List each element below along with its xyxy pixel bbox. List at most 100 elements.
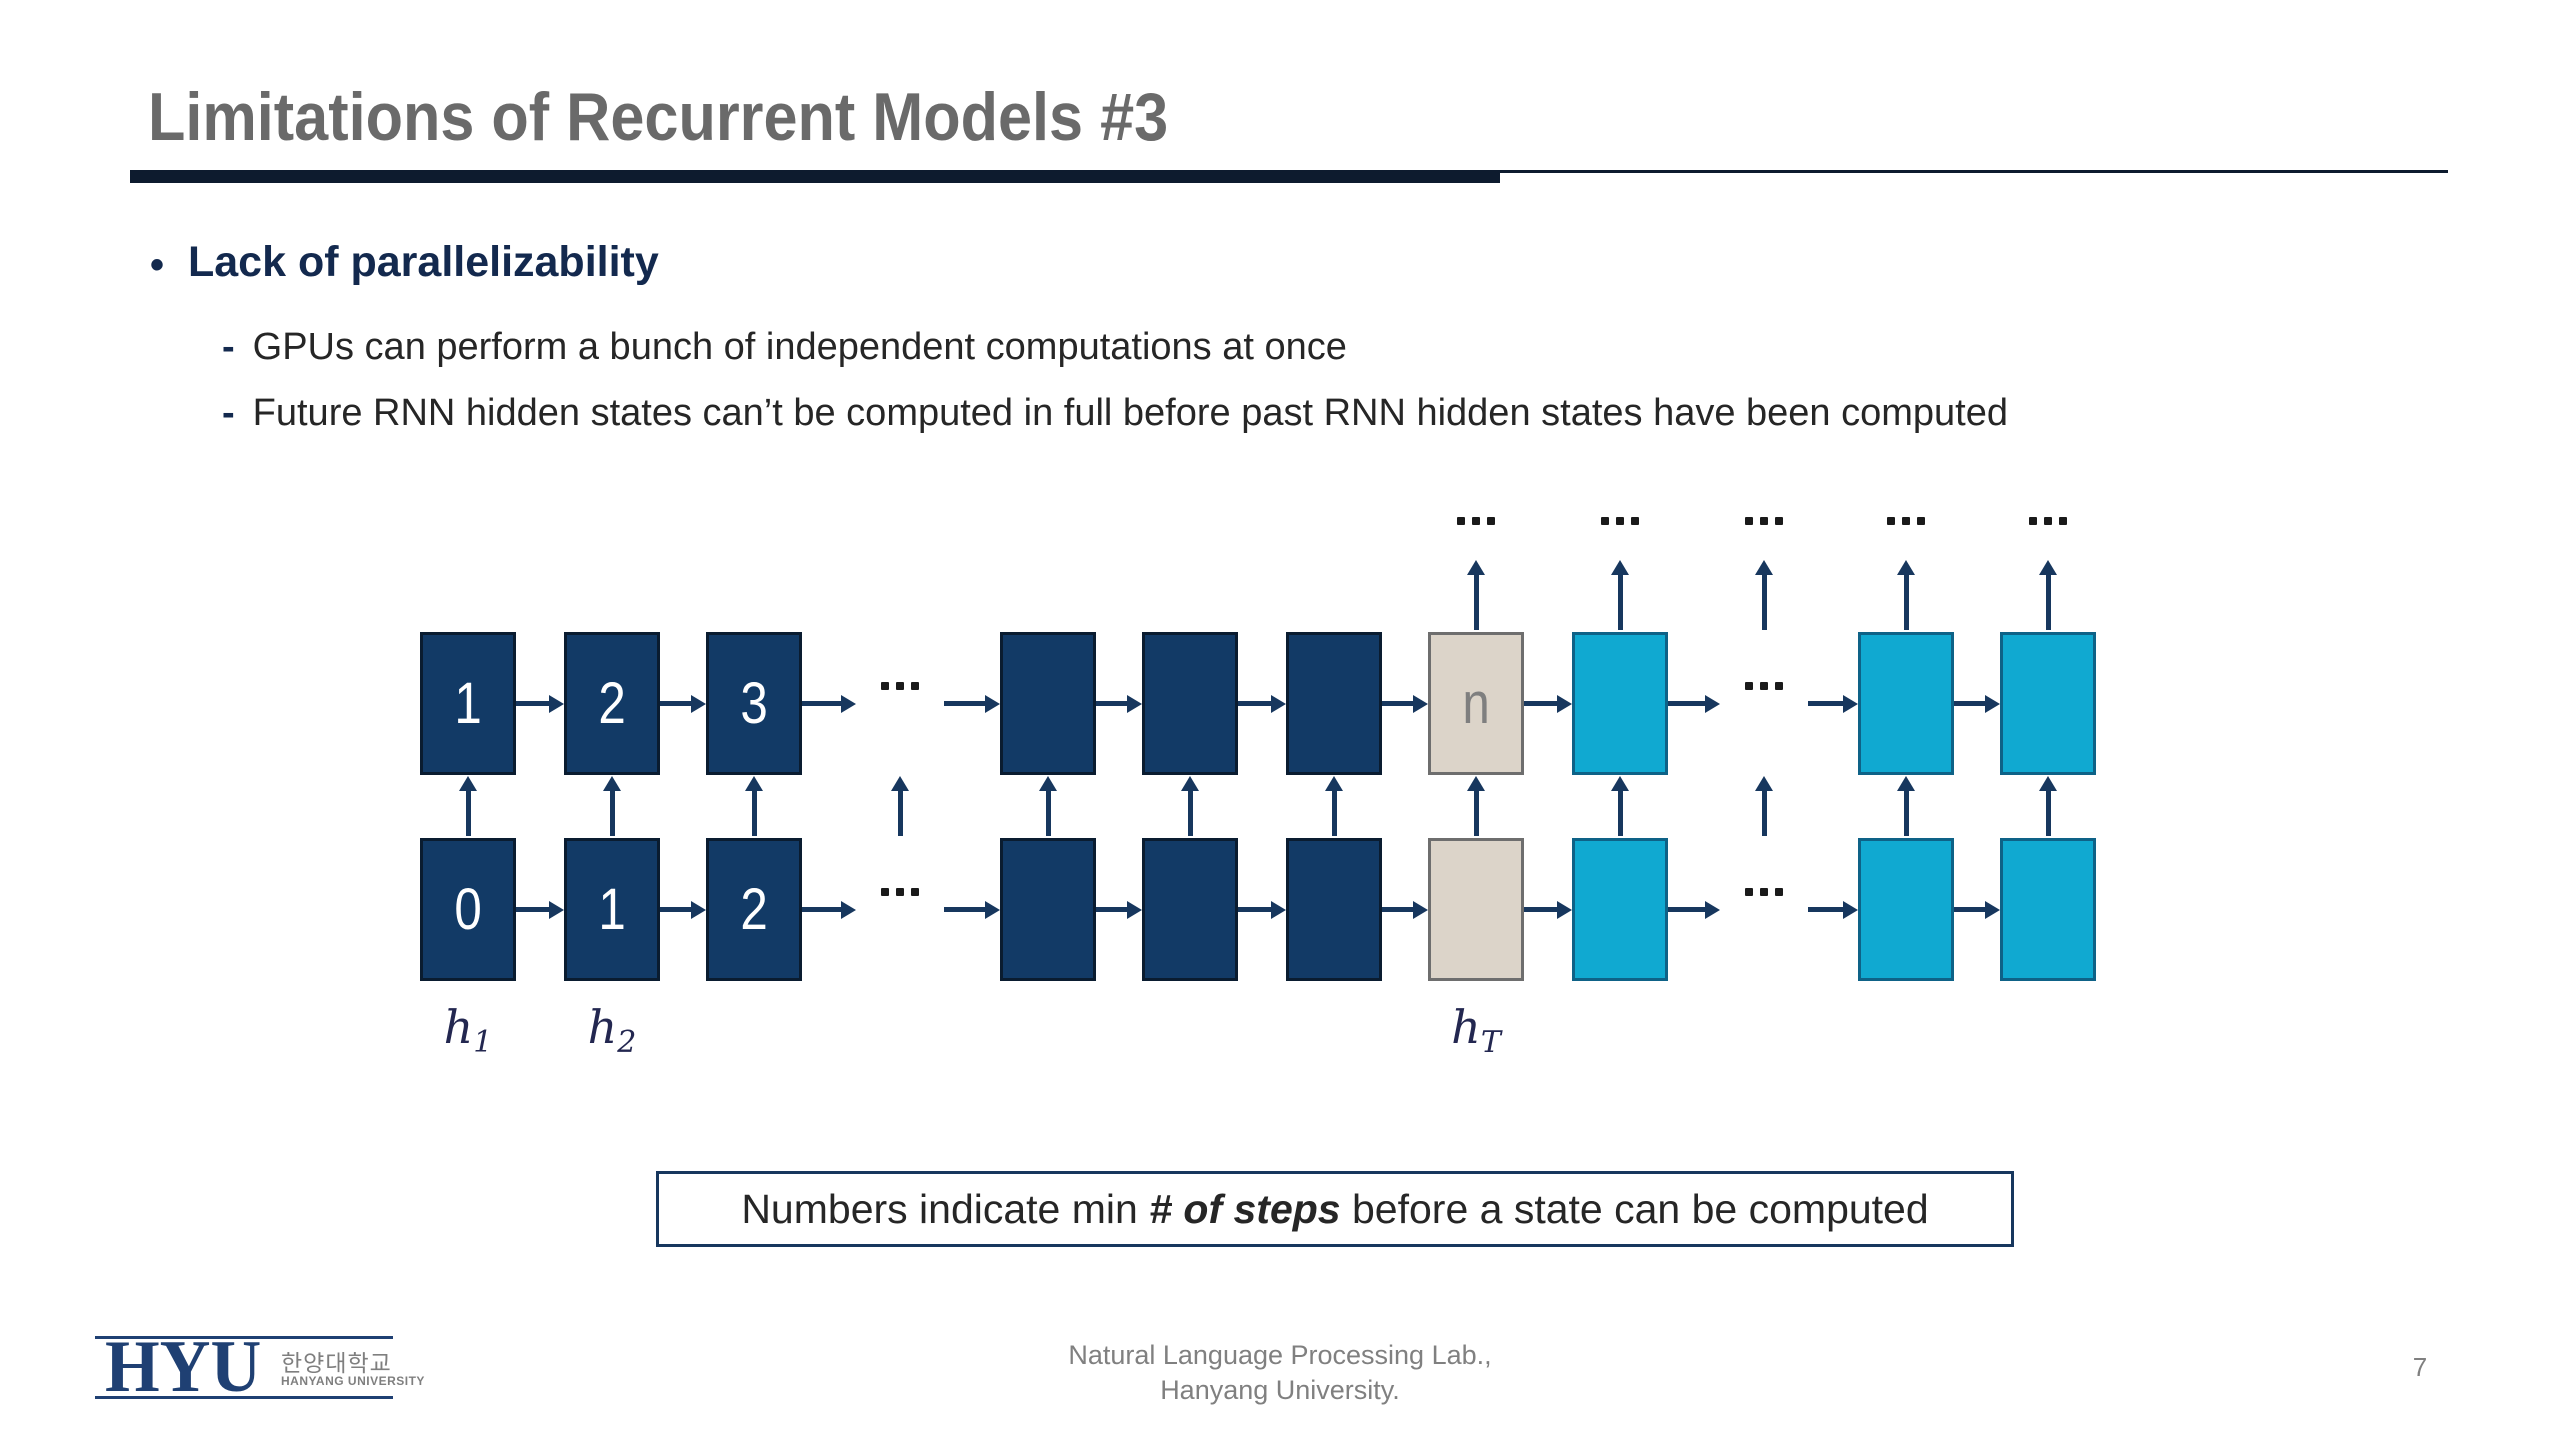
ellipsis-dot — [1616, 517, 1624, 525]
footer-credit-line1: Natural Language Processing Lab., — [1068, 1340, 1492, 1370]
state-box-step-count: 2 — [740, 876, 768, 942]
hidden-to-hidden-arrow-head — [459, 776, 477, 791]
bottom-row-recurrence-arrow-head — [841, 900, 856, 919]
top-row-recurrence-arrow-head — [841, 694, 856, 713]
university-logo: HYU 한양대학교 HANYANG UNIVERSITY — [95, 1330, 424, 1404]
state-box-tan — [1428, 838, 1524, 981]
ellipsis-dot — [1775, 888, 1783, 896]
bottom-row-recurrence-arrow-shaft — [1668, 907, 1707, 912]
title-underline-thick — [130, 170, 1500, 183]
output-arrow-shaft — [2045, 573, 2051, 630]
state-box-step-count: n — [1462, 670, 1490, 736]
ellipsis — [881, 888, 919, 896]
logo-korean-name: 한양대학교 — [281, 1350, 392, 1376]
state-box-step-count: 1 — [598, 876, 626, 942]
state-box-cyan — [1858, 632, 1954, 775]
hidden-to-hidden-arrow-head — [1755, 776, 1773, 791]
state-box-cyan — [2000, 838, 2096, 981]
ellipsis-dot — [896, 888, 904, 896]
hidden-to-hidden-arrow-head — [1325, 776, 1343, 791]
page-number: 7 — [2412, 1352, 2428, 1382]
ellipsis-dot — [1745, 888, 1753, 896]
output-arrow-head — [1467, 560, 1485, 575]
bottom-row-recurrence-arrow-shaft — [1808, 907, 1845, 912]
top-row-recurrence-arrow-head — [1705, 694, 1720, 713]
ellipsis — [1887, 517, 1925, 525]
ellipsis-dot — [1745, 682, 1753, 690]
logo-english-name: HANYANG UNIVERSITY — [281, 1374, 425, 1388]
logo-rule-top — [95, 1336, 393, 1339]
top-row-recurrence-arrow-shaft — [660, 701, 693, 706]
ellipsis-dot — [2059, 517, 2067, 525]
state-box-dark: 2 — [706, 838, 802, 981]
output-arrow-head — [1755, 560, 1773, 575]
ellipsis-dot — [1472, 517, 1480, 525]
hidden-to-hidden-arrow-head — [1897, 776, 1915, 791]
top-row-recurrence-arrow-shaft — [802, 701, 843, 706]
caption-text: Numbers indicate min # of steps before a… — [741, 1186, 1928, 1233]
ellipsis-dot — [1760, 888, 1768, 896]
title-underline-thin — [1500, 170, 2448, 173]
state-label: h1 — [388, 1002, 548, 1059]
state-label-base: h — [443, 1000, 474, 1054]
state-box-dark — [1142, 838, 1238, 981]
hidden-to-hidden-arrow-head — [745, 776, 763, 791]
top-row-recurrence-arrow-head — [985, 694, 1000, 713]
top-row-recurrence-arrow-shaft — [1238, 701, 1273, 706]
state-box-dark: 3 — [706, 632, 802, 775]
hidden-to-hidden-arrow-shaft — [1331, 789, 1337, 836]
bottom-row-recurrence-arrow-shaft — [802, 907, 843, 912]
ellipsis-dot — [2029, 517, 2037, 525]
caption-box: Numbers indicate min # of steps before a… — [656, 1171, 2014, 1247]
ellipsis-dot — [911, 888, 919, 896]
bottom-row-recurrence-arrow-head — [1843, 900, 1858, 919]
bottom-row-recurrence-arrow-shaft — [944, 907, 987, 912]
ellipsis-dot — [1760, 517, 1768, 525]
state-box-dark — [1286, 838, 1382, 981]
top-row-recurrence-arrow-shaft — [1524, 701, 1559, 706]
bottom-row-recurrence-arrow-shaft — [1238, 907, 1273, 912]
sub-bullet-1-text: GPUs can perform a bunch of independent … — [252, 326, 1347, 368]
hidden-to-hidden-arrow-shaft — [1903, 789, 1909, 836]
state-box-cyan — [1572, 632, 1668, 775]
top-row-recurrence-arrow-shaft — [516, 701, 551, 706]
state-box-step-count: 1 — [454, 670, 482, 736]
ellipsis-dot — [2044, 517, 2052, 525]
hidden-to-hidden-arrow-head — [1181, 776, 1199, 791]
state-box-step-count: 0 — [454, 876, 482, 942]
state-box-dark — [1000, 838, 1096, 981]
caption-suffix: before a state can be computed — [1340, 1185, 1929, 1232]
top-row-recurrence-arrow-shaft — [1954, 701, 1987, 706]
hidden-to-hidden-arrow-shaft — [609, 789, 615, 836]
state-label: hT — [1396, 1002, 1556, 1059]
ellipsis-dot — [896, 682, 904, 690]
state-box-dark — [1286, 632, 1382, 775]
output-arrow-head — [2039, 560, 2057, 575]
footer-credit: Natural Language Processing Lab., Hanyan… — [0, 1338, 2560, 1408]
ellipsis — [1745, 888, 1783, 896]
hidden-to-hidden-arrow-head — [1611, 776, 1629, 791]
hidden-to-hidden-arrow-shaft — [2045, 789, 2051, 836]
sub-bullet-1: - GPUs can perform a bunch of independen… — [222, 326, 1347, 369]
state-box-step-count: 2 — [598, 670, 626, 736]
bottom-row-recurrence-arrow-shaft — [660, 907, 693, 912]
bullet-main-text: Lack of parallelizability — [188, 238, 659, 286]
state-label-base: h — [1451, 1000, 1481, 1054]
state-box-dark: 1 — [420, 632, 516, 775]
hidden-to-hidden-arrow-shaft — [1187, 789, 1193, 836]
state-box-cyan — [1858, 838, 1954, 981]
bullet-marker: • — [150, 243, 165, 287]
state-box-cyan — [1572, 838, 1668, 981]
state-box-step-count: 3 — [740, 670, 768, 736]
output-arrow-shaft — [1617, 573, 1623, 630]
ellipsis-dot — [1745, 517, 1753, 525]
state-label: h2 — [532, 1002, 692, 1059]
bottom-row-recurrence-arrow-head — [1557, 900, 1572, 919]
ellipsis-dot — [911, 682, 919, 690]
state-box-dark: 1 — [564, 838, 660, 981]
output-arrow-head — [1611, 560, 1629, 575]
ellipsis-dot — [881, 888, 889, 896]
logo-rule-bottom — [95, 1396, 393, 1399]
hidden-to-hidden-arrow-shaft — [1045, 789, 1051, 836]
ellipsis-dot — [1775, 682, 1783, 690]
